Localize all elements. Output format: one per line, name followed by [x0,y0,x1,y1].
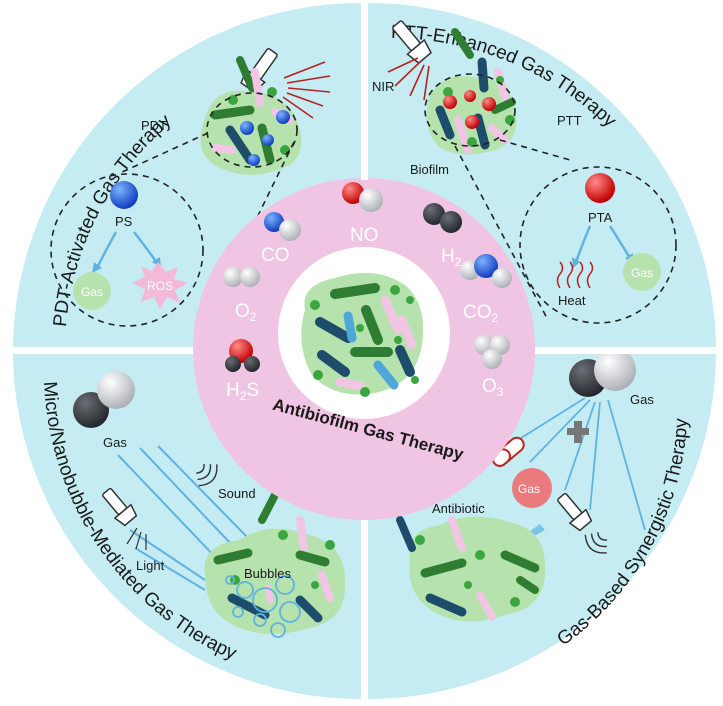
light-label: Light [136,558,165,573]
gas-molecule-dark [73,392,109,428]
biofilm-label: Biofilm [410,162,449,177]
bacteria-dots [415,535,520,607]
gas-o2: O2 [235,301,257,324]
pdt-label: PDT [141,118,167,133]
zoom-ellipse [206,92,298,168]
bacteria-dots [310,285,419,397]
center-biofilm [301,272,424,397]
ps-label: PS [115,214,133,229]
heat-label: Heat [558,293,586,308]
sound-label: Sound [218,486,256,501]
biofilm-blob [409,516,546,622]
gas-molecule-white [97,371,135,409]
gas-molecule-white [594,349,636,391]
gas-label: Gas [630,392,654,407]
ps-sphere [110,181,138,209]
bubble-section: Gas Sound Light [73,371,346,638]
light-arrows [117,445,249,591]
pta-spheres [443,90,496,129]
zoom-circle [50,173,204,327]
synergy-section: Gas Gas Antibiotic [396,349,654,622]
o3-molecule [482,349,502,369]
o2-molecule [223,267,243,287]
zoom-circle [519,166,677,324]
h2s-molecule [244,356,260,372]
distribution-lines [461,397,646,531]
bubbles-label: Bubbles [244,566,291,581]
h2s-molecule [225,356,241,372]
ros-label: ROS [147,279,173,293]
gas-h2s: H2S [226,380,259,403]
bacteria-rods [315,283,417,391]
pta-sphere [585,173,615,203]
gas-h2: H2 [441,246,462,269]
gas-co2: CO2 [463,302,499,325]
gas-co: CO [261,245,290,266]
co-molecule-white [279,219,301,241]
gas-bubble [623,253,661,291]
zoom-ellipse [424,73,516,147]
nir-rays [387,57,430,101]
nir-label: NIR [372,79,394,94]
no-molecule-white [359,188,383,212]
gas-label: Gas [81,285,103,299]
heat-waves [556,261,594,289]
micro-bubbles [225,575,301,638]
co-molecule-blue [264,212,284,232]
pta-label: PTA [588,210,613,225]
pdt-section: PDT PS Gas ROS [50,48,331,329]
co2-molecule [492,268,512,288]
bacteria-rods [435,28,516,154]
gas-bubble [73,272,111,310]
ps-spheres [240,110,290,166]
light-rays [282,61,331,119]
gas-molecules: CO NO H2 CO2 O2 H2S O3 [223,182,512,403]
ptt-section: NIR PTT Biofilm PTA [372,20,677,324]
gas-o3: O3 [482,376,504,399]
gas-label: Gas [631,266,653,280]
co2-molecule [474,254,498,278]
bacteria-rods [213,491,334,623]
gas-label: Gas [103,435,127,450]
flashlight-icon [557,492,593,532]
gas-no: NO [350,225,379,246]
o2-molecule [240,267,260,287]
h2-molecule [423,203,445,225]
h2-molecule [440,211,462,233]
gas-capsule [512,468,552,508]
no-molecule-red [342,182,364,204]
ros-burst [132,262,188,309]
gas-capsule-label: Gas [518,482,540,496]
ptt-label: PTT [557,113,582,128]
plus-icon [567,421,589,443]
flashlight-icon [102,487,138,527]
bacteria-rods [396,516,540,621]
antibiotic-capsule-icon [491,436,525,467]
antibiotic-label: Antibiotic [432,501,485,516]
zoom-line [119,132,209,174]
